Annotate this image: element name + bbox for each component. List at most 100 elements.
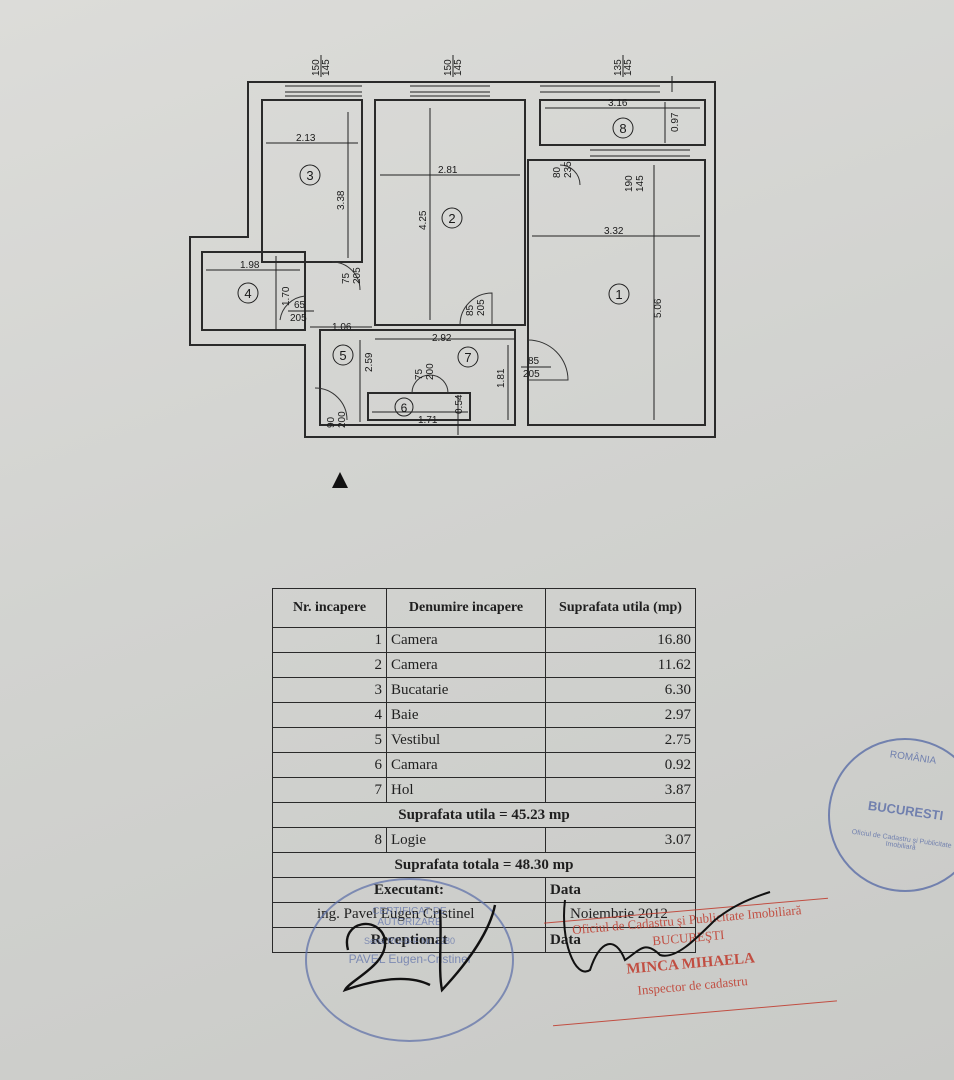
dim-171: 1.71 — [418, 415, 438, 426]
dim-80-a: 80 — [552, 166, 563, 178]
row-name: Camara — [386, 752, 546, 778]
row-area: 2.97 — [545, 702, 696, 728]
row-nr: 7 — [272, 777, 387, 803]
table-row: 7 Hol 3.87 — [272, 777, 696, 803]
room-1-label: 1 — [615, 287, 622, 302]
row-name: Baie — [386, 702, 546, 728]
room-6-label: 6 — [401, 401, 408, 415]
dim-75a-a: 75 — [341, 272, 352, 284]
dim-213: 2.13 — [296, 133, 316, 144]
row-nr: 1 — [272, 627, 387, 653]
data-label: Data — [545, 877, 696, 903]
row-name: Hol — [386, 777, 546, 803]
dim-281: 2.81 — [438, 165, 458, 176]
dim-170: 1.70 — [281, 286, 292, 306]
dimension-texts: 150 145 150 145 135 145 3.16 0.97 2.13 3… — [240, 55, 681, 428]
row-name: Camera — [386, 627, 546, 653]
room-7-label: 7 — [464, 350, 471, 365]
dim-top1-b: 145 — [321, 59, 332, 76]
dim-054: 0.54 — [454, 394, 465, 414]
dimension-lines — [206, 76, 700, 435]
dim-top2-a: 150 — [443, 59, 454, 76]
table-row: 5 Vestibul 2.75 — [272, 727, 696, 753]
dim-65-a: 65 — [294, 300, 306, 311]
grand-total: Suprafata totala = 48.30 mp — [272, 852, 696, 878]
table-row: 3 Bucatarie 6.30 — [272, 677, 696, 703]
dim-190-a: 190 — [624, 175, 635, 192]
dim-097: 0.97 — [670, 112, 681, 132]
room-5-label: 5 — [339, 348, 346, 363]
header-nr: Nr. incapere — [272, 588, 387, 628]
table-row: 2 Camera 11.62 — [272, 652, 696, 678]
stamp-bucuresti: BUCURESTI — [867, 797, 945, 824]
dim-332: 3.32 — [604, 226, 624, 237]
dim-259: 2.59 — [364, 352, 375, 372]
row-name: Logie — [386, 827, 546, 853]
dim-190-b: 145 — [635, 175, 646, 192]
useful-total-row: Suprafata utila = 45.23 mp — [272, 802, 696, 828]
door-arcs — [279, 164, 581, 421]
row-name: Bucatarie — [386, 677, 546, 703]
dim-top1-a: 150 — [311, 59, 322, 76]
stamp-romania: ROMÂNIA — [889, 749, 937, 767]
header-name: Denumire incapere — [386, 588, 546, 628]
row-nr: 8 — [272, 827, 387, 853]
dim-75a-b: 205 — [352, 267, 363, 284]
row-area: 11.62 — [545, 652, 696, 678]
row-area: 2.75 — [545, 727, 696, 753]
dim-top3-a: 135 — [613, 59, 624, 76]
room-3-label: 3 — [306, 168, 313, 183]
grand-total-row: Suprafata totala = 48.30 mp — [272, 852, 696, 878]
dim-65-b: 205 — [290, 313, 307, 324]
room-rows: 1 Camera 16.80 2 Camera 11.62 3 Bucatari… — [272, 627, 696, 953]
authorization-stamp: CERTIFICAT DE AUTORIZARE Seria RO-B-F Nr… — [305, 878, 514, 1042]
stamp-name: PAVEL Eugen-Cristinel — [348, 952, 471, 966]
dim-85a-b: 205 — [476, 299, 487, 316]
dim-181: 1.81 — [496, 368, 507, 388]
rooms-table: Nr. incapere Denumire incapere Suprafata… — [272, 588, 696, 953]
row-name: Vestibul — [386, 727, 546, 753]
dim-80-b: 235 — [563, 161, 574, 178]
row-area: 16.80 — [545, 627, 696, 653]
stamp-serie: Seria RO-B-F Nr. 1280 — [363, 936, 456, 946]
dim-85b-a: 85 — [528, 356, 540, 367]
executant-header-row: Executant: Data — [272, 877, 696, 903]
dim-top3-b: 145 — [623, 59, 634, 76]
row-name: Camera — [386, 652, 546, 678]
table-row: 4 Baie 2.97 — [272, 702, 696, 728]
useful-total: Suprafata utila = 45.23 mp — [272, 802, 696, 828]
table-row: 8 Logie 3.07 — [272, 827, 696, 853]
stamp-agency-ring: Oficiul de Cadastru şi Publicitate Imobi… — [851, 828, 952, 852]
dim-106: 1.06 — [332, 322, 352, 333]
dim-292: 2.92 — [432, 333, 452, 344]
table-row: 6 Camara 0.92 — [272, 752, 696, 778]
dim-85b-b: 205 — [523, 369, 540, 380]
dim-425: 4.25 — [418, 210, 429, 230]
dim-75b-b: 200 — [425, 363, 436, 380]
entrance-arrow-icon — [332, 472, 348, 488]
dim-316: 3.16 — [608, 98, 628, 109]
dim-90-a: 90 — [326, 416, 337, 428]
dim-90-b: 200 — [337, 411, 348, 428]
row-area: 3.87 — [545, 777, 696, 803]
row-nr: 4 — [272, 702, 387, 728]
row-area: 6.30 — [545, 677, 696, 703]
dim-506: 5.06 — [653, 298, 664, 318]
room-2-label: 2 — [448, 211, 455, 226]
row-nr: 6 — [272, 752, 387, 778]
row-nr: 5 — [272, 727, 387, 753]
dim-top2-b: 145 — [453, 59, 464, 76]
dim-338: 3.38 — [336, 190, 347, 210]
row-nr: 2 — [272, 652, 387, 678]
row-area: 0.92 — [545, 752, 696, 778]
dim-198: 1.98 — [240, 260, 260, 271]
stamp-cert: CERTIFICAT DE AUTORIZARE — [372, 906, 447, 928]
room-labels: 1 2 3 4 5 6 7 8 — [237, 117, 634, 417]
room-8-label: 8 — [619, 121, 626, 136]
header-area: Suprafata utila (mp) — [545, 588, 696, 628]
room-4-label: 4 — [244, 286, 251, 301]
floor-plan: 1 2 3 4 5 6 7 8 150 145 150 145 135 145 … — [189, 55, 716, 488]
dim-85a-a: 85 — [465, 304, 476, 316]
walls — [189, 81, 716, 438]
table-header: Nr. incapere Denumire incapere Suprafata… — [272, 588, 696, 628]
